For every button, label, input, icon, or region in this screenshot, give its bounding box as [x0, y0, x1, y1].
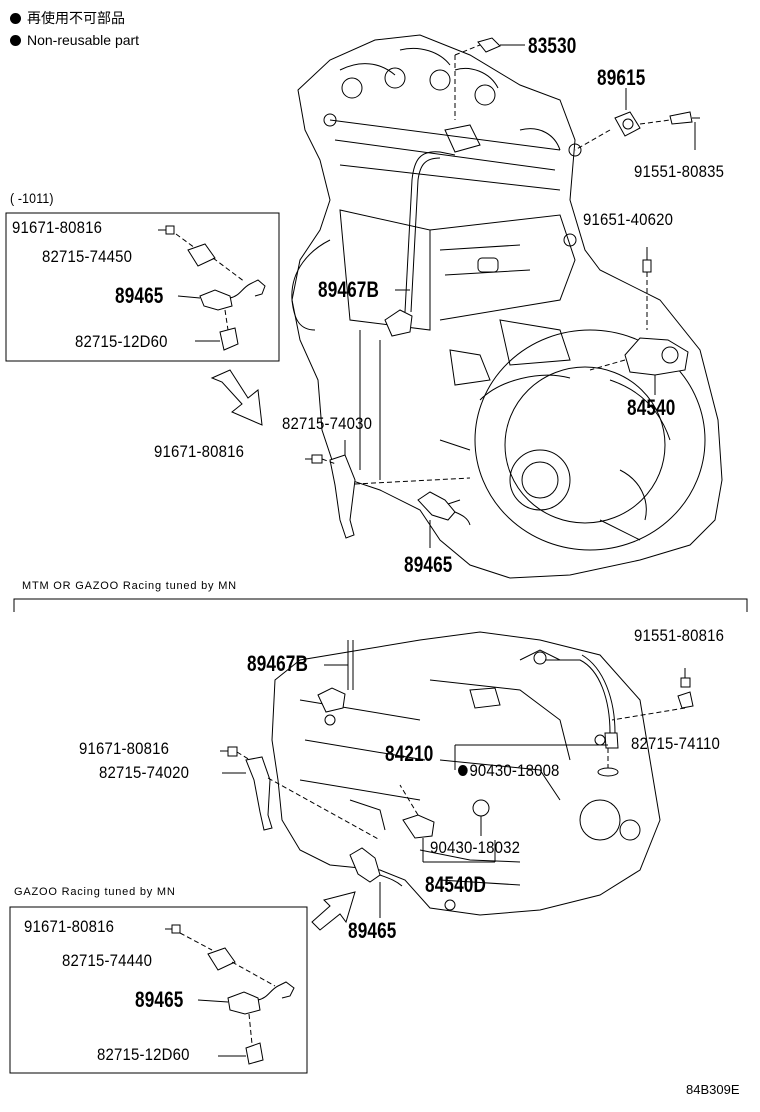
part-label-89615[interactable]: 89615	[597, 65, 646, 90]
bottom-inset	[9, 906, 308, 1074]
part-label-82715-74030[interactable]: 82715-74030	[282, 414, 373, 433]
part-label-83530[interactable]: 83530	[528, 33, 577, 58]
section-divider	[13, 598, 748, 612]
part-label-89465-bottom[interactable]: 89465	[348, 918, 397, 943]
non-reusable-icon	[458, 765, 468, 776]
part-label-82715-74450[interactable]: 82715-74450	[42, 247, 133, 266]
bottom-parts-leaders	[220, 640, 694, 931]
part-label-89467B[interactable]: 89467B	[318, 277, 380, 302]
part-label-84210[interactable]: 84210	[385, 741, 434, 766]
inset-caption: GAZOO Racing tuned by MN	[14, 886, 176, 898]
part-label-89465-inset[interactable]: 89465	[135, 987, 184, 1012]
part-label-91671-80816[interactable]: 91671-80816	[12, 218, 103, 237]
part-label-82715-74440[interactable]: 82715-74440	[62, 951, 153, 970]
part-label-91671-80816-inset[interactable]: 91671-80816	[24, 917, 115, 936]
part-label-91551-80816[interactable]: 91551-80816	[634, 626, 725, 645]
part-label-91671-80816-top[interactable]: 91671-80816	[154, 442, 245, 461]
part-label-91671-80816-bottom[interactable]: 91671-80816	[79, 739, 170, 758]
part-label-90430-18008-text: 90430-18008	[469, 761, 560, 780]
part-label-89465-top[interactable]: 89465	[404, 552, 453, 577]
bullet-icon	[10, 13, 21, 24]
part-label-82715-12D60-inset[interactable]: 82715-12D60	[97, 1045, 190, 1064]
part-label-89467B-bottom[interactable]: 89467B	[247, 651, 309, 676]
bullet-icon	[10, 35, 21, 46]
figure-code: 84B309E	[686, 1082, 740, 1097]
part-label-89465[interactable]: 89465	[115, 283, 164, 308]
part-label-91551-80835[interactable]: 91551-80835	[634, 162, 725, 181]
top-inset	[5, 212, 280, 362]
part-label-82715-74020[interactable]: 82715-74020	[99, 763, 190, 782]
inset-year-label: ( -1011)	[10, 190, 54, 206]
part-label-84540D[interactable]: 84540D	[425, 872, 487, 897]
part-label-82715-74110[interactable]: 82715-74110	[631, 734, 721, 753]
transaxle-illustration-bottom	[271, 631, 661, 916]
top-parts-leaders	[210, 37, 700, 548]
engine-illustration-top	[291, 34, 723, 579]
part-label-84540[interactable]: 84540	[627, 395, 676, 420]
part-label-90430-18032[interactable]: 90430-18032	[430, 838, 521, 857]
part-label-90430-18008[interactable]: 90430-18008	[458, 761, 560, 781]
legend-japanese-text: 再使用不可部品	[27, 10, 125, 26]
legend-english-text: Non-reusable part	[27, 32, 140, 48]
section-caption: MTM OR GAZOO Racing tuned by MN	[22, 580, 237, 592]
legend-english: Non-reusable part	[10, 30, 139, 50]
legend-japanese: 再使用不可部品	[10, 8, 125, 28]
part-label-82715-12D60[interactable]: 82715-12D60	[75, 332, 168, 351]
part-label-91651-40620[interactable]: 91651-40620	[583, 210, 674, 229]
